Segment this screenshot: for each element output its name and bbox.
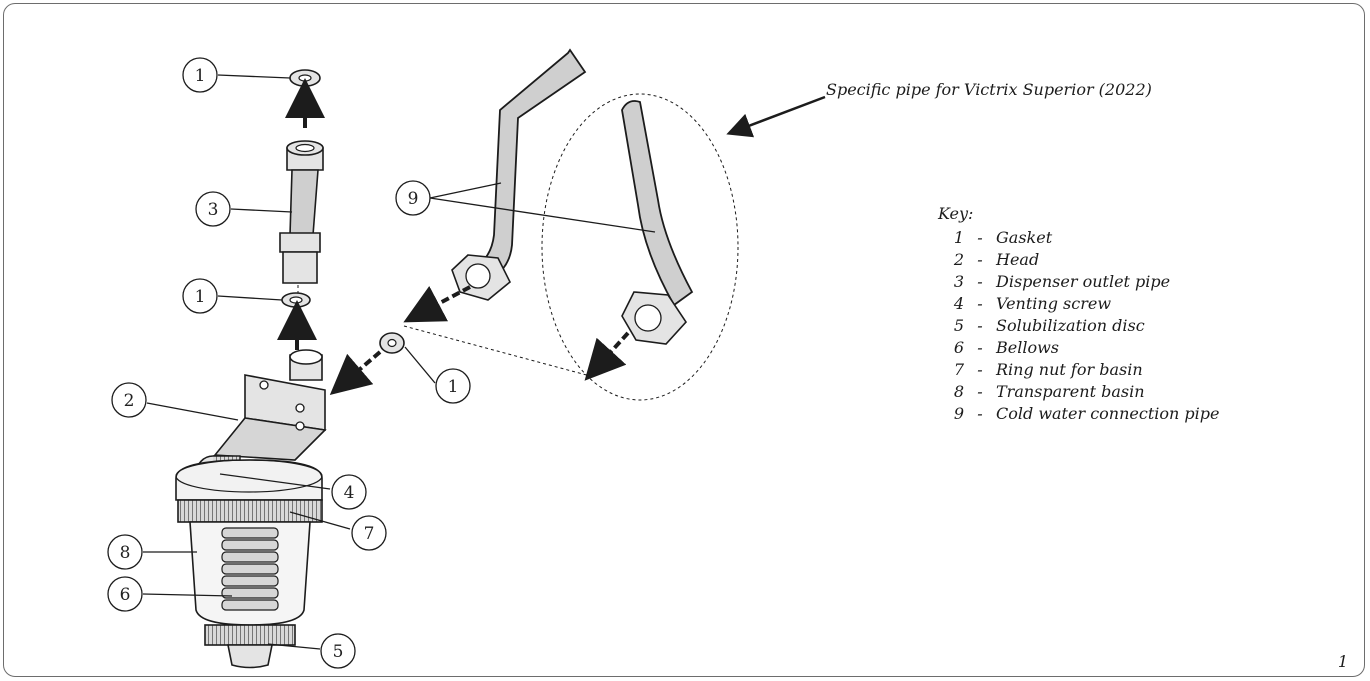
gasket-right <box>379 332 405 354</box>
svg-text:1: 1 <box>195 66 206 86</box>
svg-text:3: 3 <box>208 200 219 220</box>
svg-text:1: 1 <box>195 287 206 307</box>
key-item-number: 4 <box>953 293 964 313</box>
arrow-specific-pipe <box>584 331 630 381</box>
key-item: 7 - Ring nut for basin <box>938 358 1219 380</box>
figure-number: 1 <box>1337 652 1348 671</box>
key-title: Key: <box>938 204 974 223</box>
gasket-top <box>289 69 321 87</box>
callout-4: 4 <box>331 474 367 510</box>
key-item-dash: - <box>977 403 983 423</box>
key-legend: Key: 1 - Gasket 2 - Head 3 - Dispenser o… <box>938 204 1219 424</box>
key-item: 8 - Transparent basin <box>938 380 1219 402</box>
callout-7: 7 <box>351 515 387 551</box>
key-item: 2 - Head <box>938 248 1219 270</box>
key-item-dash: - <box>977 227 983 247</box>
key-item-description: Venting screw <box>996 293 1112 313</box>
key-item: 6 - Bellows <box>938 336 1219 358</box>
key-item-dash: - <box>977 337 983 357</box>
key-item: 9 - Cold water connection pipe <box>938 402 1220 424</box>
callout-1-middle: 1 <box>182 278 218 314</box>
key-item: 4 - Venting screw <box>938 292 1219 314</box>
key-item-description: Transparent basin <box>996 381 1145 401</box>
ring-nut <box>177 499 323 523</box>
callout-2: 2 <box>111 382 147 418</box>
figure-frame <box>3 3 1365 677</box>
callout-3: 3 <box>195 191 231 227</box>
svg-text:7: 7 <box>364 524 375 544</box>
key-item-description: Cold water connection pipe <box>996 403 1220 423</box>
basin-cap <box>175 459 323 501</box>
svg-text:4: 4 <box>344 483 355 503</box>
svg-text:5: 5 <box>333 642 344 662</box>
arrow-cold-pipe <box>403 285 471 323</box>
specific-pipe <box>621 100 694 345</box>
key-item-description: Bellows <box>996 337 1059 357</box>
key-item: 5 - Solubilization disc <box>938 314 1219 336</box>
key-item-number: 6 <box>953 337 964 357</box>
key-item-number: 9 <box>953 403 964 423</box>
cold-water-pipe <box>451 48 587 301</box>
key-item-description: Dispenser outlet pipe <box>996 271 1171 291</box>
key-item-number: 8 <box>953 381 964 401</box>
key-item-description: Ring nut for basin <box>996 359 1143 379</box>
callout-8: 8 <box>107 534 143 570</box>
svg-text:2: 2 <box>124 391 135 411</box>
svg-text:8: 8 <box>120 543 131 563</box>
key-item: 3 - Dispenser outlet pipe <box>938 270 1219 292</box>
key-item-dash: - <box>977 381 983 401</box>
key-item-dash: - <box>977 315 983 335</box>
specific-pipe-label: Specific pipe for Victrix Superior (2022… <box>826 80 1152 99</box>
callout-1-top: 1 <box>182 57 218 93</box>
callout-5: 5 <box>320 633 356 669</box>
specific-pipe-highlight <box>541 93 739 401</box>
key-item-description: Gasket <box>996 227 1053 247</box>
specific-pipe-arrow <box>726 95 826 138</box>
svg-text:6: 6 <box>120 585 131 605</box>
key-item-dash: - <box>977 271 983 291</box>
arrow-gasket-right <box>329 350 382 396</box>
solubilization-disc <box>204 624 296 669</box>
key-item-dash: - <box>977 359 983 379</box>
svg-text:9: 9 <box>408 189 419 209</box>
key-item-number: 7 <box>953 359 964 379</box>
key-item-dash: - <box>977 293 983 313</box>
callout-9: 9 <box>395 180 431 216</box>
key-item-description: Solubilization disc <box>996 315 1145 335</box>
svg-text:1: 1 <box>448 377 459 397</box>
head <box>213 349 327 461</box>
callout-1-right: 1 <box>435 368 471 404</box>
dispenser-outlet-pipe <box>279 140 324 284</box>
gasket-middle <box>281 292 311 308</box>
key-item-number: 1 <box>953 227 964 247</box>
key-item-number: 2 <box>953 249 964 269</box>
key-item: 1 - Gasket <box>938 226 1219 248</box>
key-item-description: Head <box>996 249 1040 269</box>
key-item-number: 3 <box>953 271 964 291</box>
callout-6: 6 <box>107 576 143 612</box>
key-item-number: 5 <box>953 315 964 335</box>
leader-lines <box>142 74 656 650</box>
key-item-dash: - <box>977 249 983 269</box>
bellows <box>221 527 279 611</box>
